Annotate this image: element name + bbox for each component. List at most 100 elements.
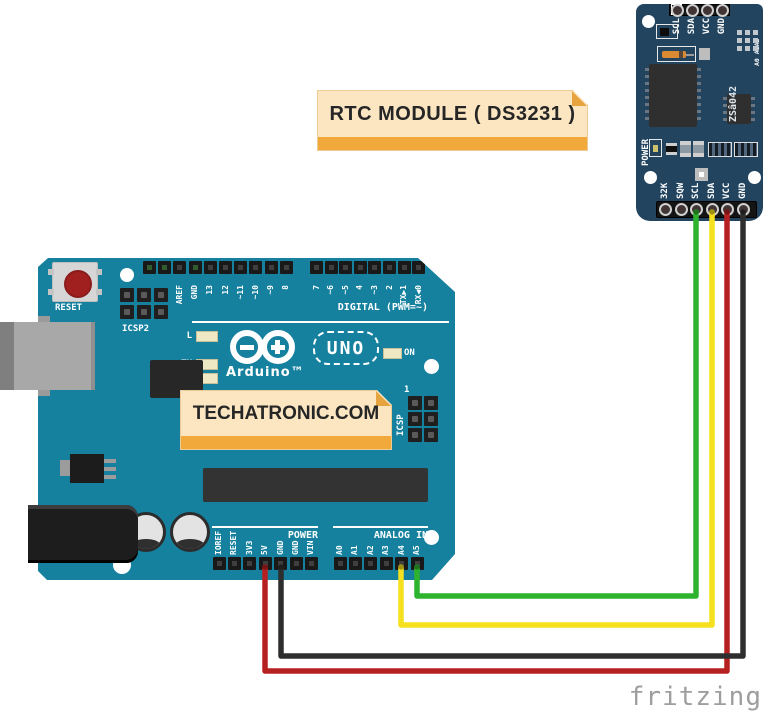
- pin: [395, 557, 409, 570]
- pin-label: 13: [205, 285, 215, 295]
- arduino-logo-minus: [240, 345, 254, 350]
- pin: [249, 261, 263, 274]
- regulator-leg: [104, 459, 116, 463]
- rtc-resistor: [680, 141, 691, 157]
- rtc-pin-hole: [670, 3, 684, 17]
- pin: [137, 305, 151, 319]
- ds3231-chip: [649, 64, 697, 127]
- pin: [408, 428, 422, 442]
- pin-label: ~11: [235, 285, 245, 300]
- pin-label: RESET: [229, 530, 239, 555]
- rtc-power-led-outline: [649, 139, 662, 157]
- pin: [137, 288, 151, 302]
- rtc-pin-hole: [700, 3, 714, 17]
- pin: [353, 261, 367, 274]
- rtc-pin-hole: [658, 202, 672, 216]
- rtc-pin-hole: [705, 202, 719, 216]
- rtc-pad: [699, 48, 710, 60]
- rtc-address-pad: [753, 46, 758, 51]
- eeprom-pins-right: [751, 97, 755, 121]
- on-label: ON: [404, 348, 415, 358]
- pin: [289, 557, 303, 570]
- pin: [120, 288, 134, 302]
- rtc-pin-hole: [736, 202, 750, 216]
- pin-label: A2: [365, 545, 375, 555]
- rtc-address-pad: [737, 46, 742, 51]
- pin: [154, 305, 168, 319]
- led-l-label: L: [186, 331, 192, 341]
- pin: [143, 261, 156, 274]
- reset-button: [48, 262, 102, 302]
- pin: [424, 396, 438, 410]
- rtc-jumper-pads: [708, 142, 732, 157]
- pin: [364, 557, 378, 570]
- pin-label: SQW: [676, 182, 686, 199]
- pin-label: VIN: [306, 540, 316, 555]
- pin: [397, 261, 411, 274]
- usb-connector-cap: [0, 322, 14, 390]
- rtc-address-pad: [737, 30, 742, 35]
- pin: [333, 557, 347, 570]
- uno-badge-text: UNO: [326, 337, 366, 359]
- pin-label: A4: [396, 545, 406, 555]
- rtc-mount-hole: [644, 171, 657, 184]
- rtc-diode-outline: [657, 46, 696, 62]
- pin: [348, 557, 362, 570]
- silkscreen-line: [192, 321, 449, 323]
- pin-label: GND: [291, 540, 300, 555]
- usb-connector: [0, 316, 95, 396]
- pin-label: VCC: [702, 18, 712, 35]
- pin-label: ~10: [250, 285, 260, 300]
- voltage-regulator-tab: [60, 460, 70, 476]
- pin: [424, 412, 438, 426]
- pin-label: GND: [717, 18, 727, 35]
- rtc-pad: [695, 168, 708, 181]
- pin: [154, 288, 168, 302]
- pin-label: A0: [335, 545, 344, 555]
- icsp-pin1-label: 1: [404, 385, 410, 395]
- rtc-address-pad: [745, 46, 750, 51]
- scl-wire: [414, 209, 699, 599]
- pin: [412, 261, 426, 274]
- pin-label: SDA: [707, 182, 717, 199]
- capacitor: [170, 512, 210, 552]
- rtc-address-pad: [745, 38, 750, 43]
- uno-badge: UNO: [313, 331, 379, 365]
- rtc-mount-hole: [748, 171, 761, 184]
- arduino-logo-plus: [275, 340, 280, 354]
- rtc-resistor-body: [660, 28, 669, 36]
- pin: [219, 261, 232, 274]
- pin: [324, 261, 338, 274]
- pin: [264, 261, 278, 274]
- site-note: TECHATRONIC.COM: [180, 390, 392, 450]
- pin: [279, 261, 293, 274]
- pin: [158, 261, 172, 274]
- rtc-address-pad: [737, 38, 742, 43]
- atmega328-chip: [203, 468, 428, 502]
- rtc-address-pad: [745, 30, 750, 35]
- rtc-pin-hole: [715, 3, 729, 17]
- pin: [410, 557, 424, 570]
- note-strip: [181, 436, 391, 449]
- rtc-capacitor: [666, 143, 677, 155]
- usb-tab: [38, 316, 50, 322]
- pin: [379, 557, 393, 570]
- pin-label: 32K: [660, 182, 670, 199]
- pin-label: ~9: [266, 285, 276, 295]
- pin-label: A5: [412, 545, 421, 555]
- rtc-pin-hole: [689, 202, 703, 216]
- pin: [274, 557, 288, 570]
- pin: [258, 557, 272, 570]
- usb-tab: [38, 390, 50, 396]
- reset-button-tab: [96, 269, 102, 275]
- pin-label: GND: [275, 540, 285, 555]
- pin: [310, 261, 323, 274]
- pin: [383, 261, 396, 274]
- pin-label: 12: [220, 285, 230, 295]
- arduino-brand-text: Arduino™: [226, 365, 305, 380]
- regulator-leg: [104, 467, 116, 471]
- rtc-pad-hole: [699, 172, 704, 177]
- digital-caption: DIGITAL (PWM=~): [337, 302, 428, 313]
- pin-label: A3: [381, 545, 391, 555]
